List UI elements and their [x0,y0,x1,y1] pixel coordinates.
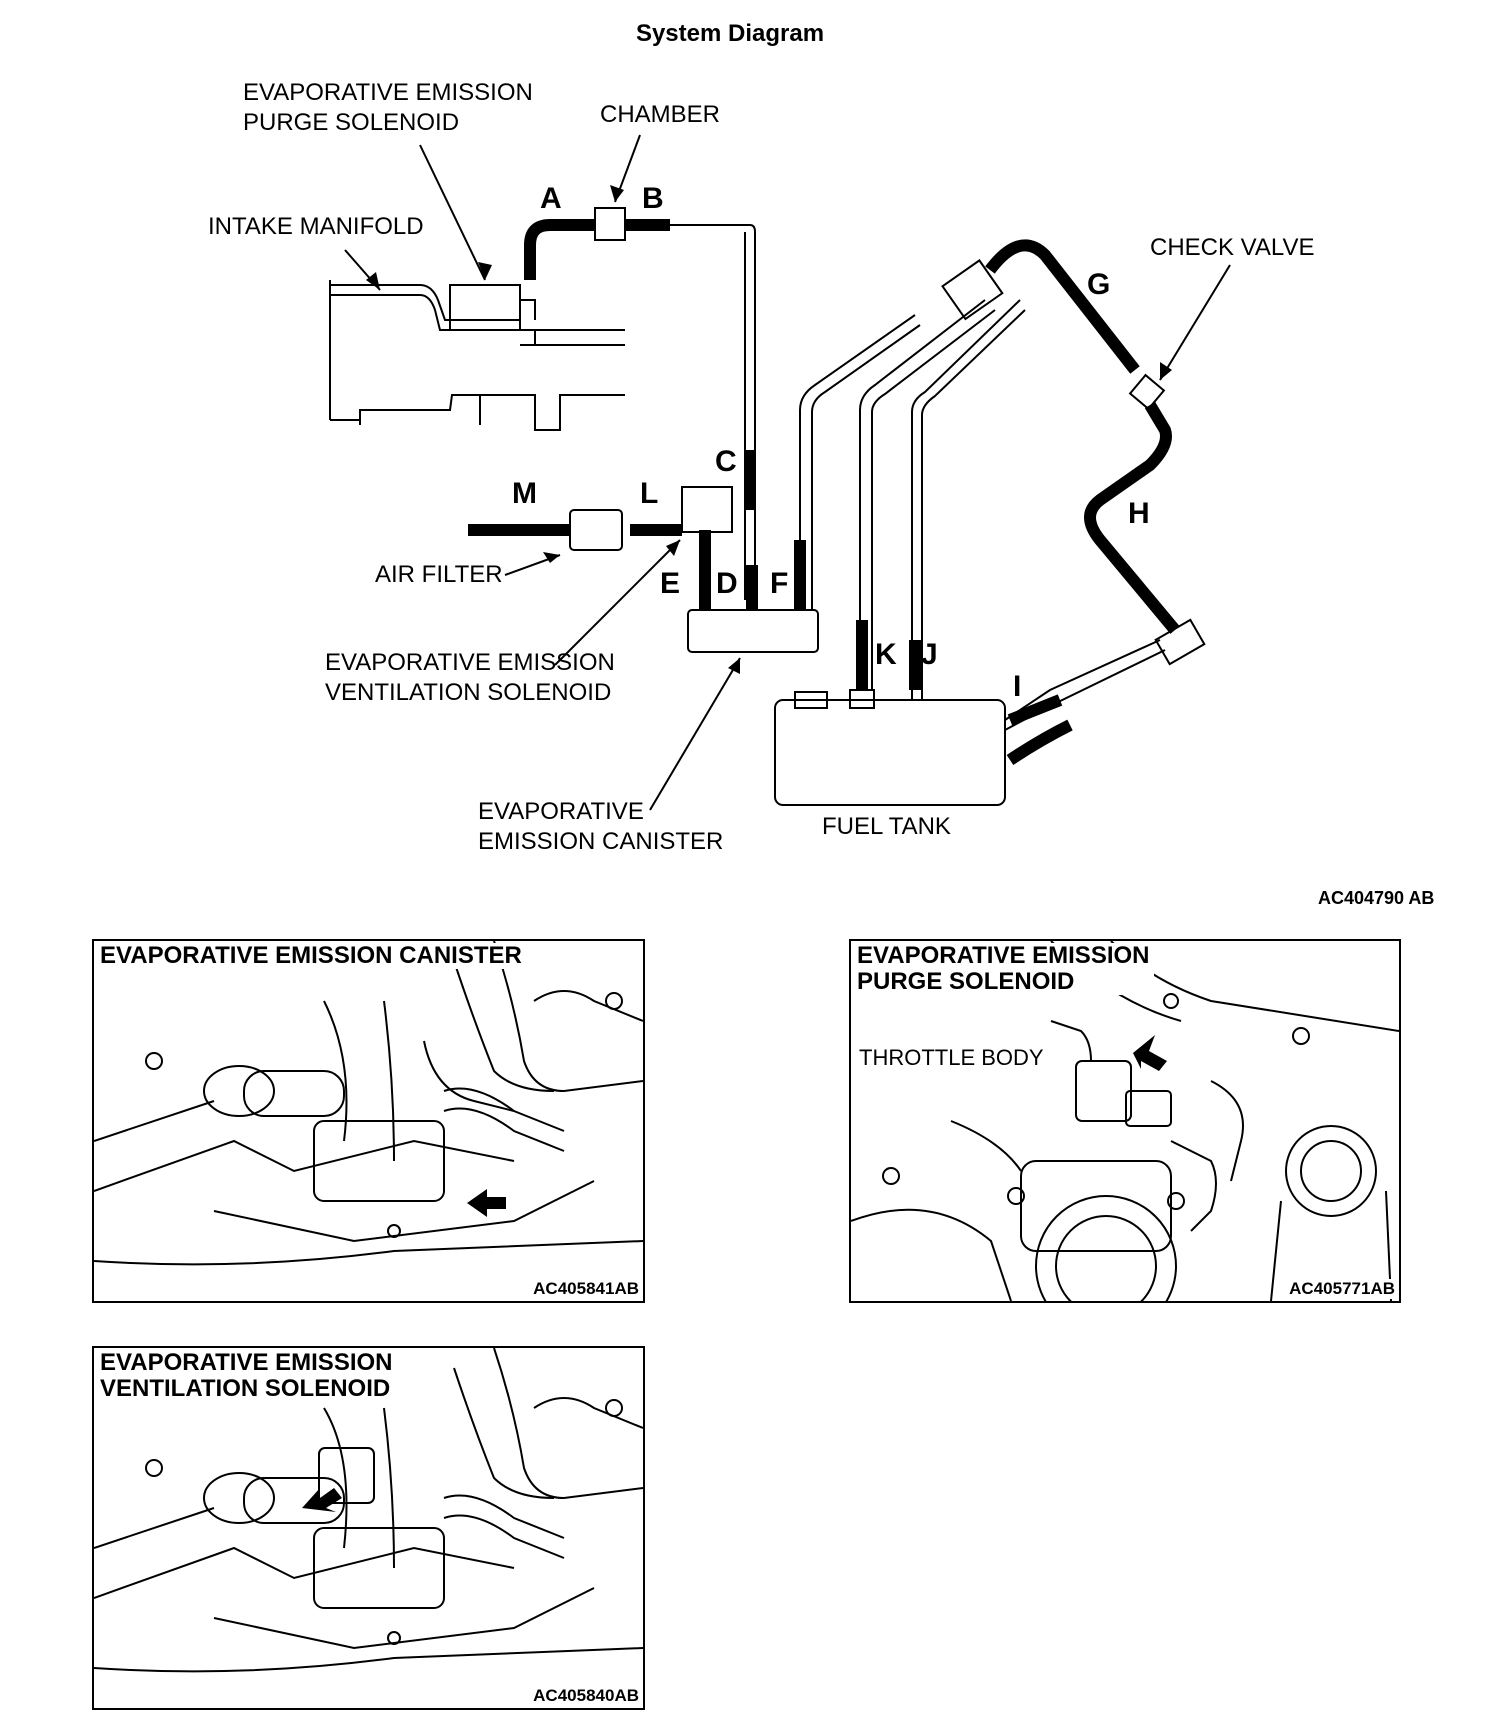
throttle-body-label: THROTTLE BODY [859,1045,1044,1071]
diagram-code: AC404790 AB [1318,888,1435,908]
hose-letter-m: M [512,477,537,510]
diagram-title: System Diagram [635,20,825,47]
intake-manifold-label: INTAKE MANIFOLD [208,213,424,240]
panel-vent-code: AC405840AB [533,1686,639,1706]
panel-canister-code: AC405841AB [533,1279,639,1299]
vent-photo-illustration [94,1348,643,1673]
air-filter-diagram [569,509,623,551]
purge-solenoid-diagram [449,284,521,331]
panel-vent-title: EVAPORATIVE EMISSION VENTILATION SOLENOI… [100,1350,397,1402]
panel-purge: EVAPORATIVE EMISSION PURGE SOLENOID THRO… [849,939,1401,1303]
fuel-tank-diagram [774,699,1006,806]
hose-letter-d: D [716,567,738,600]
purge-solenoid-label: EVAPORATIVE EMISSION PURGE SOLENOID [243,79,533,136]
panel-canister: EVAPORATIVE EMISSION CANISTER AC405841AB [92,939,645,1303]
canister-diagram [687,609,819,653]
hose-i2 [1006,719,1073,765]
chamber-label: CHAMBER [600,101,721,128]
hose-letter-a: A [540,182,562,215]
purge-photo-illustration [851,941,1399,1301]
panel-purge-code: AC405771AB [1289,1279,1395,1299]
hose-letter-b: B [642,182,664,215]
hose-letter-e: E [660,567,681,600]
hose-a [524,219,595,280]
hose-letter-l: L [640,477,659,510]
hose-h [1084,401,1180,634]
ventilation-solenoid-label: EVAPORATIVE EMISSION VENTILATION SOLENOI… [325,649,615,706]
hose-letter-k: K [875,638,897,671]
check-valve-label: CHECK VALVE [1150,234,1315,261]
hose-letter-f: F [770,567,789,600]
hose-letter-i: I [1013,670,1022,703]
hose-g [985,239,1140,374]
pipe-chamber-to-canister [665,224,756,600]
canister-label: EVAPORATIVE EMISSION CANISTER [478,798,724,855]
fuel-tank-label: FUEL TANK [822,813,951,840]
vent-solenoid-diagram [681,486,733,533]
hose-letter-c: C [715,445,737,478]
system-diagram [329,134,1231,811]
chamber-diagram [594,207,626,241]
panel-canister-title: EVAPORATIVE EMISSION CANISTER [100,943,526,969]
canister-photo-illustration [94,941,643,1266]
intake-manifold-body [329,280,625,431]
hose-i [1007,694,1063,726]
hose-letter-j: J [921,638,938,671]
air-filter-label: AIR FILTER [375,561,503,588]
hose-letter-h: H [1128,497,1150,530]
panel-vent: EVAPORATIVE EMISSION VENTILATION SOLENOI… [92,1346,645,1710]
hose-letter-g: G [1087,268,1111,301]
panel-purge-title: EVAPORATIVE EMISSION PURGE SOLENOID [857,943,1154,995]
